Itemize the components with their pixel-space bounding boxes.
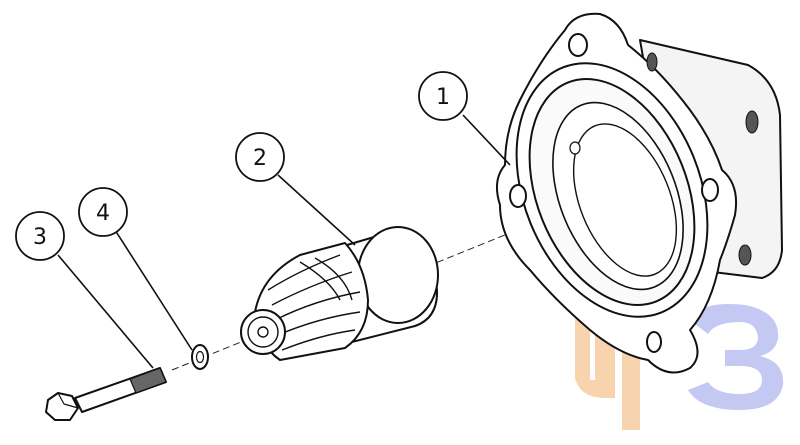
callout-label: 1 [436,85,450,110]
callout-label: 4 [96,201,110,226]
callout-label: 2 [253,146,267,171]
callout-3: 3 [15,211,65,261]
callout-4: 4 [78,187,128,237]
callout-label: 3 [33,225,47,250]
part-2-pinion-gear [240,226,439,361]
leader-lines [57,114,511,369]
part-4-washer [191,344,209,370]
callout-2: 2 [235,132,285,182]
part-3-hex-bolt [45,367,167,421]
callout-1: 1 [418,71,468,121]
part-1-flange-housing [495,12,783,374]
